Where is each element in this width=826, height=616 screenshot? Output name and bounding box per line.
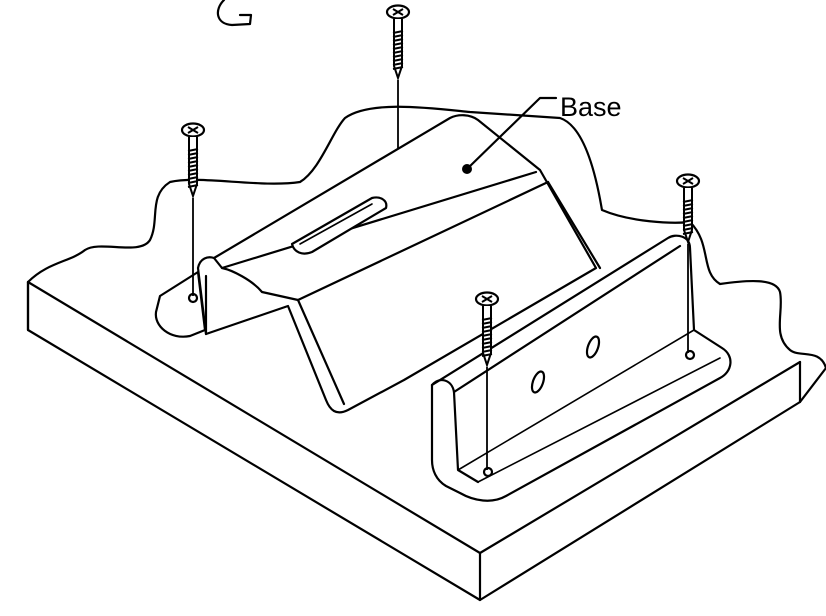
screws — [180, 4, 701, 470]
screw-left-icon — [180, 122, 206, 296]
screw-top-icon — [385, 4, 411, 148]
lower-bracket-channel — [430, 234, 732, 502]
screw-front-icon — [474, 291, 500, 470]
base-label: Base — [560, 92, 622, 122]
screw-right-icon — [675, 173, 701, 353]
base-callout: Base — [465, 92, 622, 171]
cropped-heading-fragment — [216, 0, 253, 27]
